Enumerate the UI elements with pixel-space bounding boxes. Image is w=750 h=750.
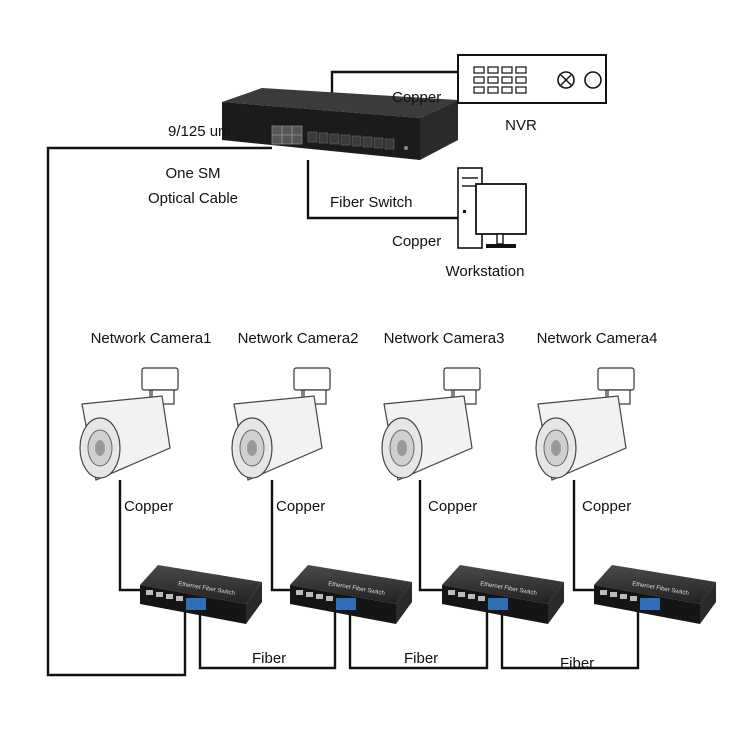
nvr-device [457, 54, 607, 104]
optical-trunk-line [46, 146, 272, 677]
fiber-link-2-label: Fiber [404, 650, 438, 667]
fiber-switch-4: Ethernet Fiber Switch [594, 565, 716, 624]
copper-line-camera2 [270, 480, 292, 592]
camera-4-title: Network Camera4 [537, 330, 658, 347]
camera-1 [79, 367, 179, 481]
fiber-spec-label: 9/125 um [168, 123, 231, 140]
fiber-switch-title: Fiber Switch [330, 194, 413, 211]
fiber-link-3 [500, 612, 640, 670]
camera-2-title: Network Camera2 [238, 330, 359, 347]
workstation-computer [457, 167, 527, 249]
fiber-link-1 [198, 612, 337, 670]
camera-3-title: Network Camera3 [384, 330, 505, 347]
camera-3-link-label: Copper [428, 498, 477, 515]
camera-4 [535, 367, 635, 481]
workstation-label: Workstation [446, 263, 525, 280]
copper-line-camera1 [118, 480, 142, 592]
fiber-switch-1: Ethernet Fiber Switch [140, 565, 262, 624]
fiber-link-2 [348, 612, 489, 670]
camera-1-link-label: Copper [124, 498, 173, 515]
optical-cable-label-line1: One SM [165, 165, 220, 182]
nvr-label: NVR [505, 117, 537, 134]
copper-label-nvr: Copper [392, 89, 441, 106]
wiring [46, 70, 640, 677]
copper-line-camera4 [572, 480, 596, 592]
fiber-link-3-label: Fiber [560, 655, 594, 672]
main-fiber-switch [222, 88, 458, 160]
camera-2 [231, 367, 331, 481]
copper-line-camera3 [418, 480, 442, 592]
copper-line-workstation [306, 160, 478, 220]
camera-4-link-label: Copper [582, 498, 631, 515]
optical-cable-label-line2: Optical Cable [148, 190, 238, 207]
camera-3 [381, 367, 481, 481]
camera-1-title: Network Camera1 [91, 330, 212, 347]
fiber-switch-2: Ethernet Fiber Switch [290, 565, 412, 624]
copper-label-workstation: Copper [392, 233, 441, 250]
camera-2-link-label: Copper [276, 498, 325, 515]
fiber-link-1-label: Fiber [252, 650, 286, 667]
fiber-switch-3: Ethernet Fiber Switch [442, 565, 564, 624]
labels: Copper NVR 9/125 um One SM Optical Cable… [91, 89, 658, 672]
